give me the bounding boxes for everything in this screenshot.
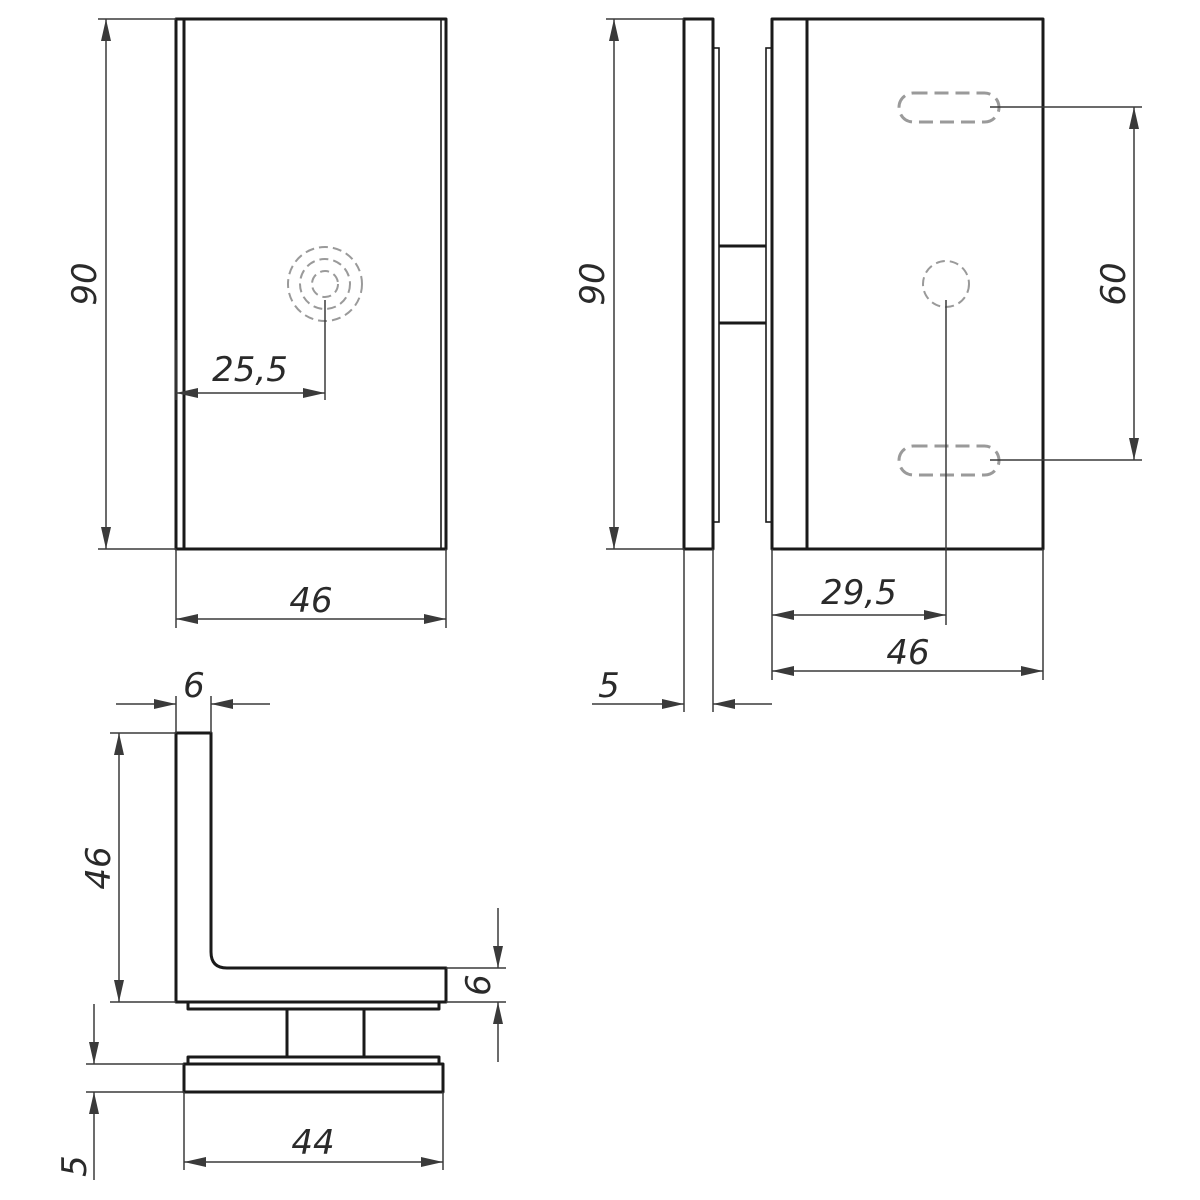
dim-label-base-thickness: 6 [459,974,499,996]
side-hidden-slot-bottom [897,444,1001,477]
arrowhead [609,19,619,41]
dim-label-front-hole-offset: 25,5 [212,350,288,390]
arrowhead [101,19,111,41]
arrowhead [1021,666,1043,676]
dim-label-front-width: 46 [289,581,332,621]
arrowhead [89,1042,99,1064]
arrowhead [772,666,794,676]
dim-label-pad-width: 44 [291,1123,334,1163]
arrowhead [114,733,124,755]
side-left-gasket [712,47,720,523]
arrowhead [114,980,124,1002]
arrowhead [176,614,198,624]
section-l-profile [174,731,448,1004]
arrowhead [713,699,735,709]
side-right-body [770,17,1045,551]
arrowhead [924,610,946,620]
dim-label-flange-thickness: 6 [183,666,205,706]
arrowhead [101,527,111,549]
front-hidden-hole-inner [311,270,339,298]
arrowhead [772,610,794,620]
arrowhead [424,614,446,624]
arrowhead [1129,438,1139,460]
side-left-plate [682,17,715,551]
arrowhead [303,388,325,398]
dim-label-slot-spacing: 60 [1094,262,1134,305]
dim-label-front-height: 90 [65,262,105,305]
dim-label-section-height: 46 [79,846,119,889]
arrowhead [184,1157,206,1167]
arrowhead [493,946,503,968]
arrowhead [154,699,176,709]
arrowhead [662,699,684,709]
dim-label-plate-thickness: 5 [598,666,620,706]
dim-label-side-width: 46 [886,633,929,673]
arrowhead [89,1092,99,1114]
arrowhead [609,527,619,549]
section-gasket [186,1000,441,1011]
arrowhead [176,388,198,398]
dim-label-side-height: 90 [573,262,613,305]
dim-label-side-hole-offset: 29,5 [821,573,897,613]
dim-label-pad-thickness: 5 [55,1155,95,1177]
arrowhead [421,1157,443,1167]
side-view: 90 60 29,5 46 5 [573,17,1142,712]
arrowhead [211,699,233,709]
section-view: 6 46 6 5 44 [55,666,506,1180]
arrowhead [493,1002,503,1024]
front-body-outline [174,17,448,551]
side-hidden-slot-top [897,91,1001,124]
arrowhead [1129,107,1139,129]
front-hidden-hole-middle [299,258,351,310]
front-view: 90 25,5 46 [65,17,448,628]
section-pad [182,1062,445,1094]
